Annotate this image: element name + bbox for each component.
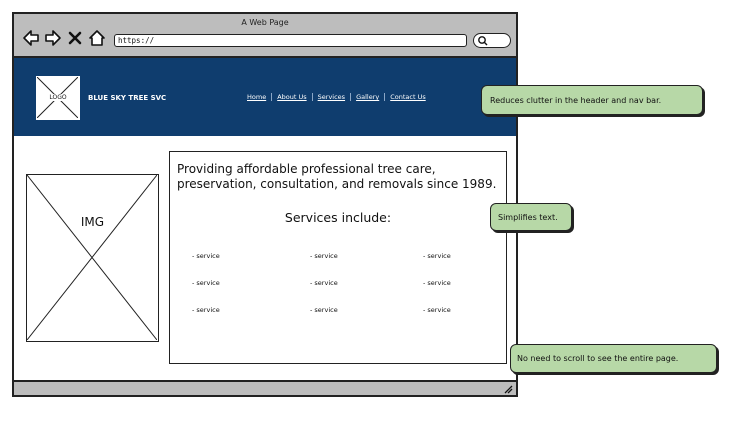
browser-title: A Web Page	[241, 18, 289, 27]
image-placeholder: IMG	[26, 174, 159, 342]
logo-placeholder[interactable]: LOGO	[36, 76, 80, 120]
intro-text: Providing affordable professional tree c…	[177, 162, 497, 191]
browser-nav-controls	[22, 29, 106, 47]
content-panel: Providing affordable professional tree c…	[169, 151, 507, 364]
nav-link-contact-us[interactable]: Contact Us	[384, 93, 431, 101]
site-header: LOGO BLUE SKY TREE SVC Home About Us Ser…	[14, 58, 516, 136]
browser-search-field[interactable]	[473, 33, 511, 48]
service-item: - service	[310, 252, 338, 260]
resize-grip-icon[interactable]	[503, 384, 513, 394]
browser-toolbar: A Web Page https://	[14, 14, 516, 58]
service-item: - service	[310, 306, 338, 314]
nav-link-services[interactable]: Services	[311, 93, 350, 101]
service-item: - service	[192, 279, 220, 287]
service-item: - service	[310, 279, 338, 287]
browser-window: A Web Page https:// LOGO BLUE SKY TREE S…	[12, 12, 518, 397]
brand-name: BLUE SKY TREE SVC	[88, 94, 167, 102]
address-bar[interactable]: https://	[114, 34, 467, 47]
home-icon[interactable]	[88, 29, 106, 47]
annotation-scroll-note: No need to scroll to see the entire page…	[510, 344, 717, 373]
service-item: - service	[423, 279, 451, 287]
annotation-header-note: Reduces clutter in the header and nav ba…	[481, 85, 703, 115]
forward-arrow-icon[interactable]	[44, 29, 62, 47]
services-list: - service - service - service - service …	[192, 251, 492, 315]
nav-link-about-us[interactable]: About Us	[271, 93, 311, 101]
back-arrow-icon[interactable]	[22, 29, 40, 47]
nav-link-gallery[interactable]: Gallery	[350, 93, 384, 101]
close-icon[interactable]	[66, 29, 84, 47]
service-item: - service	[192, 252, 220, 260]
logo-label: LOGO	[45, 94, 71, 101]
service-item: - service	[423, 306, 451, 314]
main-nav: Home About Us Services Gallery Contact U…	[242, 93, 431, 101]
service-item: - service	[423, 252, 451, 260]
image-placeholder-label: IMG	[80, 215, 105, 229]
service-item: - service	[192, 306, 220, 314]
nav-link-home[interactable]: Home	[247, 93, 267, 101]
search-icon	[478, 36, 488, 46]
browser-status-bar	[14, 380, 516, 395]
services-heading: Services include:	[284, 210, 392, 225]
annotation-text-note: Simplifies text.	[490, 203, 572, 231]
